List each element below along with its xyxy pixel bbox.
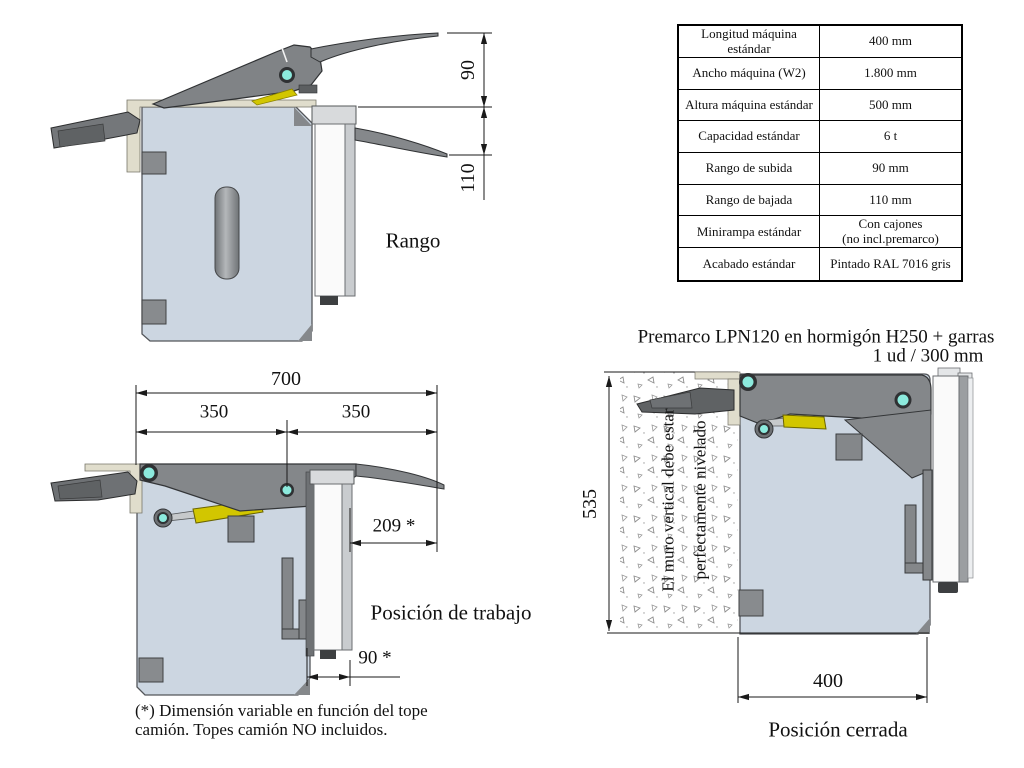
pivot-pin <box>739 373 757 391</box>
rango-dimension-lines <box>358 32 492 200</box>
lip-lowered <box>354 127 448 158</box>
table-row: Minirampa estándar Con cajones (no incl.… <box>679 216 961 249</box>
table-row: Rango de subida 90 mm <box>679 152 961 185</box>
lift-cylinder <box>214 186 240 280</box>
cerrada-label: Posición cerrada <box>768 717 908 742</box>
pit-body <box>136 479 311 696</box>
cerrada-diagram <box>604 367 974 703</box>
spec-label: Ancho máquina (W2) <box>679 58 820 89</box>
stop-hook <box>904 504 933 574</box>
rango-label: Rango <box>385 228 441 253</box>
anchor-block <box>138 657 164 683</box>
pivot-pin <box>754 419 774 439</box>
pivot-pin <box>153 508 173 528</box>
spec-value: 6 t <box>883 128 898 144</box>
table-row: Capacidad estándar 6 t <box>679 121 961 153</box>
cerrada-dimension-lines <box>605 376 929 703</box>
hydraulic-cylinder <box>251 88 298 106</box>
dim-rise-value: 90 <box>457 60 479 80</box>
table-row: Altura máquina estándar 500 mm <box>679 89 961 122</box>
dim-depth-value: 400 <box>813 670 843 692</box>
spec-value: 90 mm <box>872 160 909 176</box>
truck-bumper-arm <box>50 471 138 502</box>
front-plate-closed <box>932 367 974 593</box>
spec-label: Rango de subida <box>679 152 820 184</box>
dim-half-right-value: 350 <box>341 401 371 423</box>
pivot-pin <box>894 391 912 409</box>
spec-value: Con cajones (no incl.premarco) <box>842 216 939 246</box>
trabajo-dimension-lines <box>135 385 438 686</box>
premarco-angle <box>126 99 317 173</box>
deck-support <box>227 515 255 543</box>
spec-value: 110 mm <box>869 191 912 207</box>
deck-support <box>835 433 863 461</box>
spec-label: Capacidad estándar <box>679 121 820 152</box>
dim-half-left-value: 350 <box>199 401 229 423</box>
anchor-block <box>738 589 764 617</box>
trabajo-label: Posición de trabajo <box>370 600 532 625</box>
hydraulic-cylinder <box>767 414 827 430</box>
spec-label: Rango de bajada <box>679 184 820 216</box>
folded-mechanism <box>739 374 933 581</box>
spec-value: 1.800 mm <box>864 65 917 81</box>
trabajo-diagram <box>50 385 445 696</box>
spec-label: Longitud máquina estándar <box>679 26 820 58</box>
truck-bumper-arm <box>50 111 141 149</box>
wall-note-line2: perfectamente nivelado <box>690 420 710 580</box>
pivot-pin <box>280 483 294 497</box>
concrete-wall <box>604 371 738 633</box>
pivot-pin <box>279 67 295 83</box>
table-row: Rango de bajada 110 mm <box>679 184 961 217</box>
ramp-deck-raised <box>151 44 323 109</box>
spec-label: Minirampa estándar <box>679 216 820 248</box>
anchor-block <box>141 299 167 325</box>
dim-lip-reach-value: 209 * <box>372 515 416 537</box>
dim-drop-value: 110 <box>457 163 479 193</box>
spec-value: Pintado RAL 7016 gris <box>830 255 951 271</box>
footnote: (*) Dimensión variable en función del to… <box>135 701 428 739</box>
spec-label: Altura máquina estándar <box>679 89 820 121</box>
lip-extended <box>355 463 445 490</box>
pivot-pin <box>140 464 158 482</box>
premarco-note-line1: Premarco LPN120 en hormigón H250 + garra… <box>637 326 995 348</box>
spec-label: Acabado estándar <box>679 248 820 280</box>
spec-value: 500 mm <box>869 96 912 112</box>
front-plate <box>305 469 355 659</box>
table-row: Ancho máquina (W2) 1.800 mm <box>679 58 961 90</box>
dim-height-value: 535 <box>579 489 601 519</box>
rango-diagram <box>50 32 492 342</box>
lip-raised <box>310 32 439 63</box>
wall-note-line1: El muro vertical debe estar <box>658 408 678 592</box>
dim-total-value: 700 <box>271 368 301 390</box>
embedded-anchor-arm <box>636 387 735 415</box>
dim-wall-gap-value: 90 * <box>358 647 392 669</box>
premarco-note-line2: 1 ud / 300 mm <box>872 345 984 367</box>
spec-table: Longitud máquina estándar 400 mm Ancho m… <box>677 24 963 282</box>
footnote-line1: (*) Dimensión variable en función del to… <box>135 701 428 720</box>
front-plate <box>311 105 357 305</box>
anchor-block <box>141 151 167 175</box>
table-row: Longitud máquina estándar 400 mm <box>679 26 961 59</box>
footnote-line2: camión. Topes camión NO incluidos. <box>135 720 388 739</box>
table-row: Acabado estándar Pintado RAL 7016 gris <box>679 248 961 280</box>
spec-value: 400 mm <box>869 33 912 49</box>
